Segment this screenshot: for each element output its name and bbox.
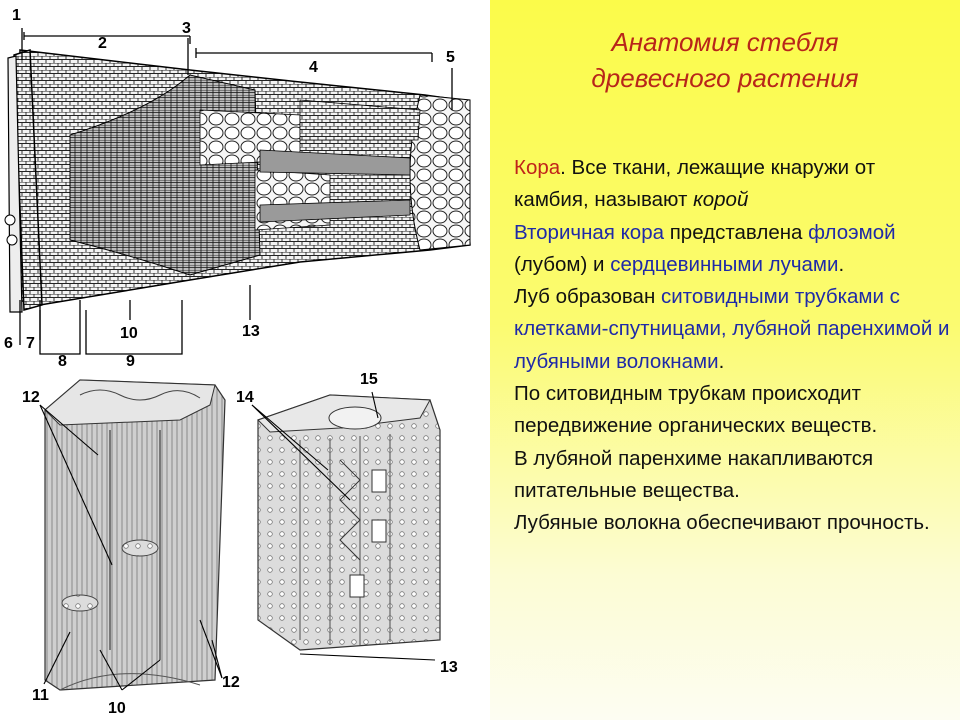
- paragraph-sieve-tubes: По ситовидным трубкам происходит передви…: [514, 382, 878, 438]
- paragraph-secondary-cortex: Вторичная кора представлена флоэмой (луб…: [514, 217, 954, 282]
- phloem-block-left: [44, 379, 226, 691]
- block-left-leaders: [39, 404, 223, 691]
- label-13: 13: [242, 323, 260, 340]
- term-koroy: корой: [693, 188, 749, 212]
- slide-title-line2: древесного растения: [591, 63, 859, 93]
- label-8: 8: [58, 353, 67, 370]
- label-3: 3: [182, 20, 191, 37]
- label-10b: 10: [108, 700, 126, 717]
- label-9: 9: [126, 353, 135, 370]
- label-12a: 12: [22, 389, 40, 406]
- text-span: (лубом) и: [514, 252, 611, 276]
- term-vtorichnaya-kora: Вторичная кора: [514, 220, 665, 244]
- label-2: 2: [98, 35, 107, 52]
- label-13b: 13: [440, 659, 458, 676]
- paragraph-parenchyma: В лубяной паренхиме накапливаются питате…: [514, 446, 874, 502]
- text-panel: Анатомия стебля древесного растения Кора…: [490, 0, 960, 720]
- body-text: Кора. Все ткани, лежащие кнаружи от камб…: [514, 152, 954, 540]
- illustration-panel: 1 2 3 4 5 6 7 8 9 10 13 1: [4, 7, 471, 717]
- phloem-block-right: [257, 394, 441, 651]
- paragraph-fibers: Лубяные волокна обеспечивают прочность.: [514, 511, 930, 535]
- stem-anatomy-illustration: 1 2 3 4 5 6 7 8 9 10 13 1: [4, 7, 471, 717]
- top-brackets: [19, 28, 453, 355]
- label-6: 6: [4, 335, 13, 352]
- label-11: 11: [32, 687, 49, 704]
- label-1: 1: [12, 7, 21, 24]
- text-span: . Все ткани, лежащие кнаружи от камбия, …: [514, 156, 876, 212]
- stem-section-drawing: [4, 48, 471, 313]
- slide-title-line1: Анатомия стебля: [611, 27, 839, 57]
- term-kora: Кора: [514, 156, 561, 179]
- paragraph-kora: Кора. Все ткани, лежащие кнаружи от камб…: [514, 152, 954, 217]
- label-10: 10: [120, 325, 138, 342]
- text-span: Луб образован: [514, 285, 661, 309]
- text-span: .: [838, 252, 845, 276]
- label-5: 5: [446, 49, 455, 66]
- text-span: представлена: [664, 220, 809, 244]
- label-7: 7: [26, 335, 35, 352]
- label-15: 15: [360, 371, 378, 388]
- term-lub-components: ситовидными трубками с клетками-спутница…: [514, 285, 950, 373]
- paragraph-lub: Луб образован ситовидными трубками с кле…: [514, 281, 954, 378]
- block-right-leaders: [251, 391, 436, 661]
- label-14: 14: [236, 389, 254, 406]
- text-span: .: [718, 349, 725, 373]
- term-floema: флоэмой: [808, 220, 896, 244]
- term-serdcevinnye-luchi: сердцевинными лучами: [610, 252, 839, 276]
- label-12b: 12: [222, 674, 240, 691]
- label-4: 4: [309, 59, 318, 76]
